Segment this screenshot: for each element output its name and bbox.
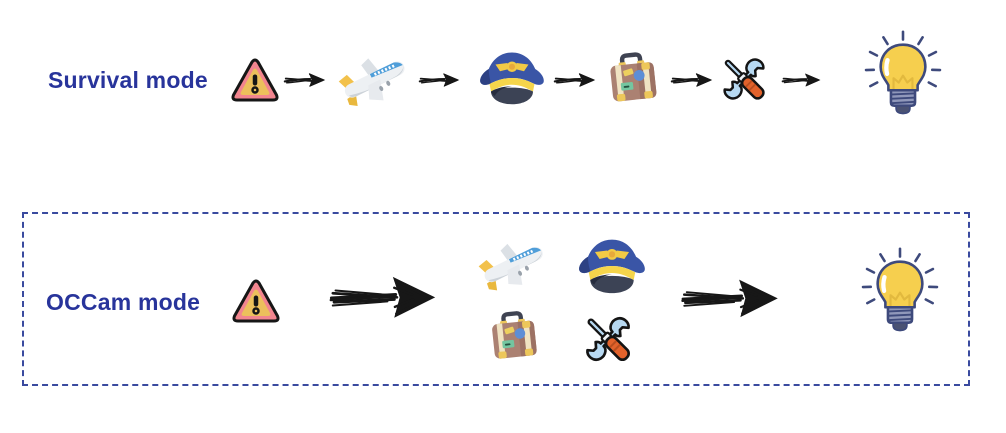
occam-mode-label: OCCam mode (46, 289, 201, 315)
sketch-arrow-icon (780, 64, 824, 96)
airplane-icon (472, 226, 554, 302)
warning-icon (231, 276, 281, 328)
big-sketch-arrow-icon (326, 266, 442, 330)
sketch-arrow-icon (552, 64, 599, 96)
warning-icon (230, 55, 280, 107)
pilot-cap-icon (474, 48, 550, 108)
survival-mode-label: Survival mode (48, 67, 208, 93)
tools-icon (713, 46, 775, 112)
tools-icon (575, 305, 641, 373)
pilot-cap-icon (570, 235, 654, 297)
suitcase-icon (483, 303, 545, 369)
sketch-arrow-icon (417, 64, 463, 96)
lightbulb-icon (857, 247, 943, 346)
lightbulb-icon (860, 30, 946, 129)
big-sketch-arrow-icon (678, 270, 784, 328)
occam-mode-box (22, 212, 970, 386)
airplane-icon (332, 40, 416, 118)
suitcase-icon (601, 45, 665, 111)
sketch-arrow-icon (669, 64, 716, 96)
sketch-arrow-icon (282, 64, 329, 96)
